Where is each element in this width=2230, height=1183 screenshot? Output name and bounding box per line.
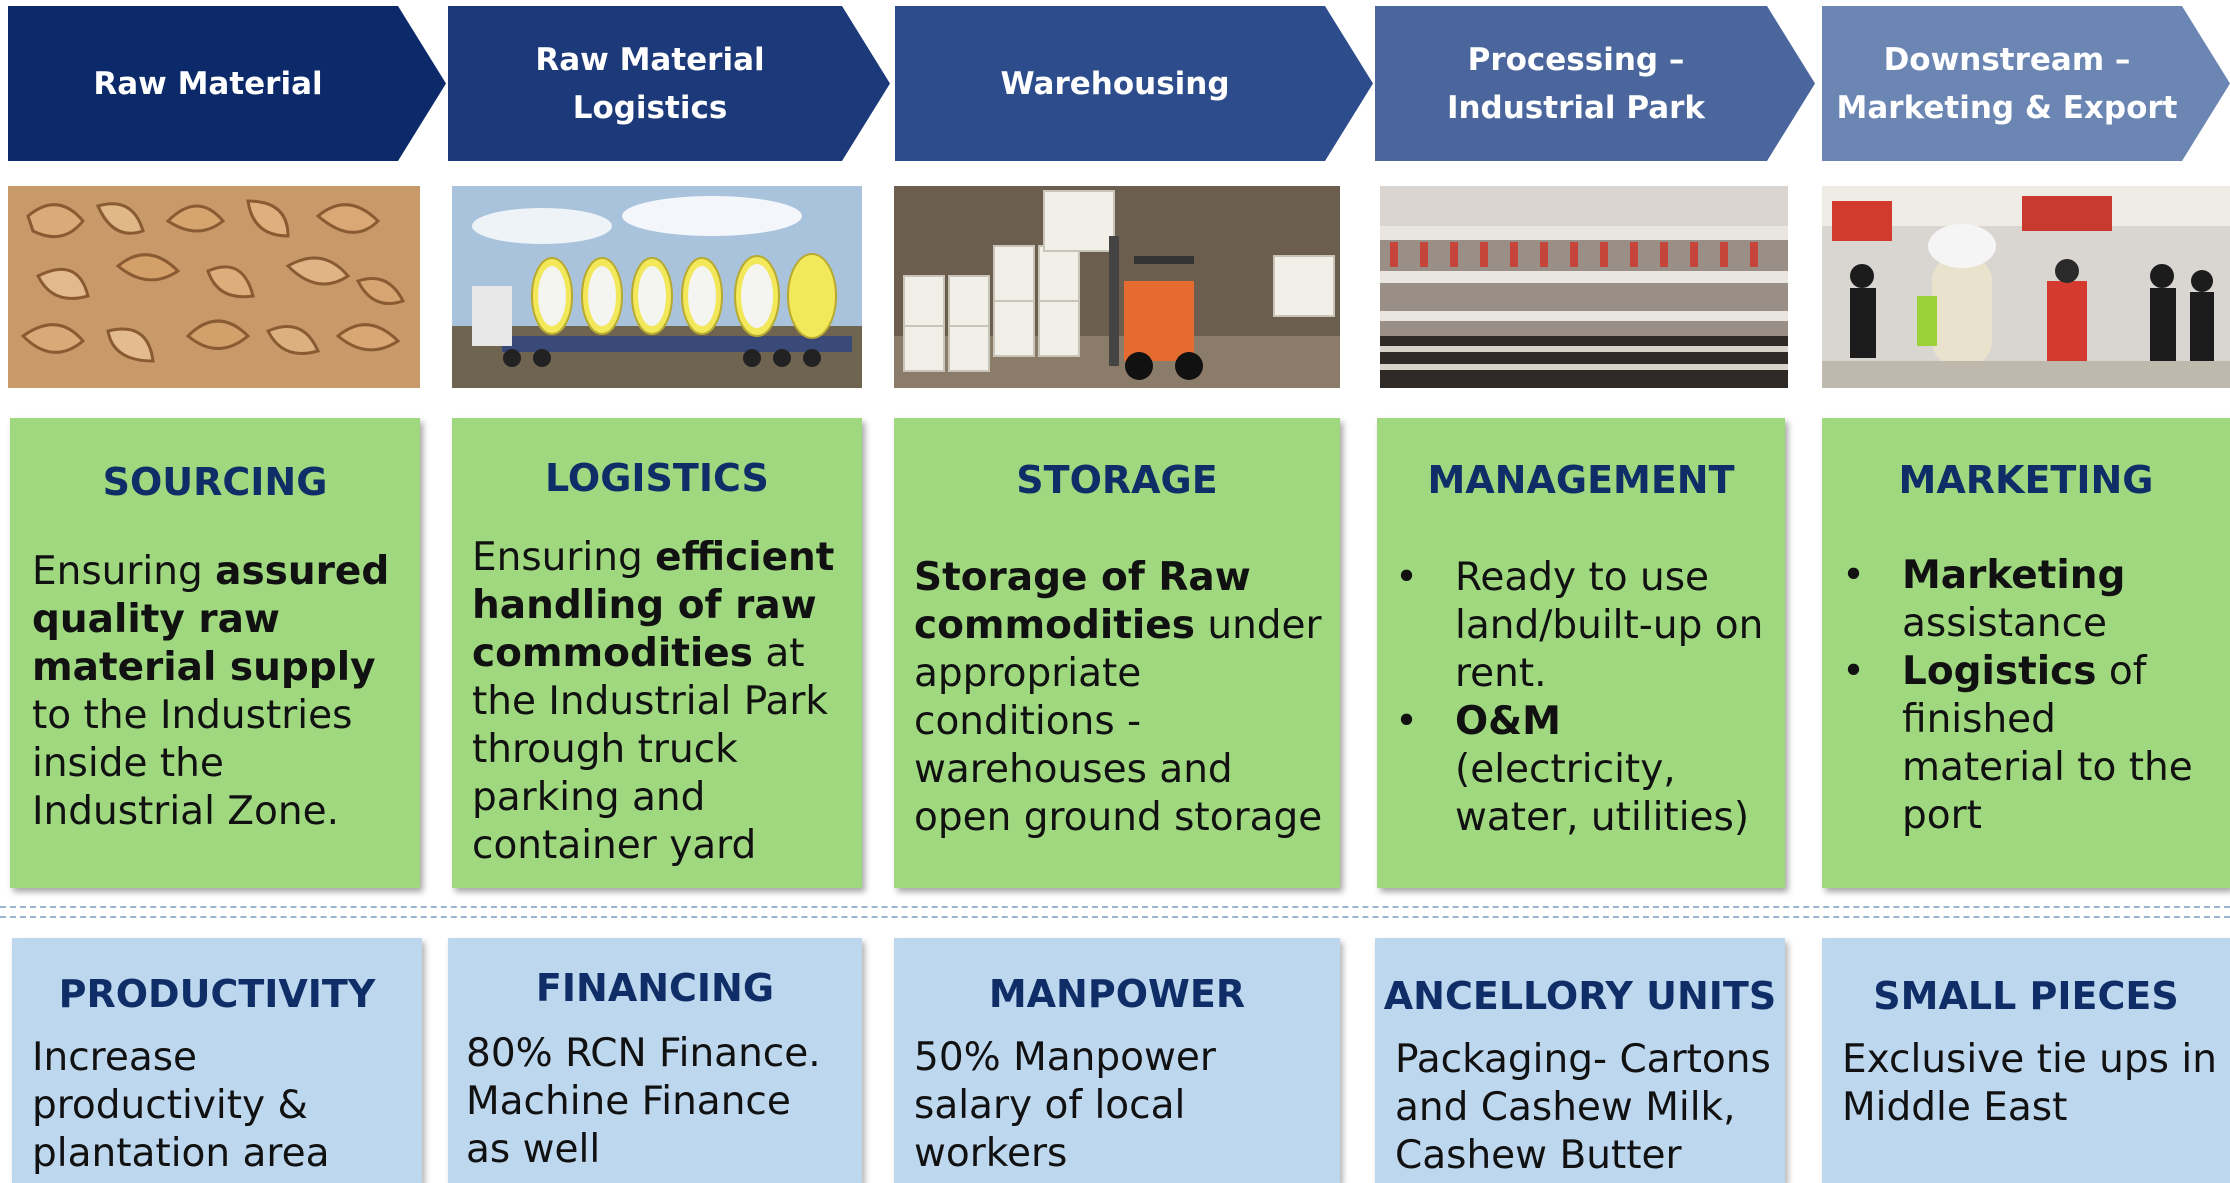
chevron-warehousing: Warehousing (895, 6, 1373, 161)
emphasis-text: O&M (1455, 699, 1561, 744)
box-title: LOGISTICS (545, 456, 769, 500)
body-text: of finished material to the port (1902, 649, 2193, 838)
box-body: 80% RCN Finance. Machine Finance as well (466, 1031, 821, 1172)
emphasis-text: efficient handling of raw commodities (472, 535, 835, 676)
body-text: Ready to use land/built-up on rent. (1455, 555, 1764, 696)
box-title: MARKETING (1898, 458, 2154, 502)
body-text: Ensuring (472, 535, 656, 580)
bullet-list: Ready to use land/built-up on rent.O&M (… (1395, 554, 1775, 842)
body-text: at the Industrial Park through truck par… (472, 631, 828, 868)
body-text: under appropriate conditions - warehouse… (914, 603, 1323, 840)
chevron-label: Processing – Industrial Park (1446, 41, 1706, 126)
box-body: Packaging- Cartons and Cashew Milk, Cash… (1395, 1037, 1771, 1178)
box-body: Exclusive tie ups in Middle East (1842, 1037, 2217, 1130)
box-body: Storage of Raw commodities under appropr… (914, 554, 1334, 842)
body-text: Ensuring (32, 549, 216, 594)
box-body: Ensuring efficient handling of raw commo… (472, 534, 852, 870)
blue-box-productivity: PRODUCTIVITY Increase productivity & pla… (12, 938, 422, 1183)
chevron-raw-material-logistics: Raw Material Logistics (448, 6, 890, 161)
photo-forklift-warehouse (894, 186, 1340, 388)
dashed-divider (0, 906, 2230, 918)
box-title: ANCELLORY UNITS (1383, 974, 1777, 1018)
photo-cashew-nuts (8, 186, 420, 388)
body-text: assistance (1902, 601, 2108, 646)
box-title: MANAGEMENT (1427, 458, 1735, 502)
box-body: Marketing assistanceLogistics of finishe… (1842, 552, 2222, 840)
blue-box-small-pieces: SMALL PIECES Exclusive tie ups in Middle… (1822, 938, 2230, 1183)
bullet-item: Ready to use land/built-up on rent. (1395, 554, 1775, 698)
box-body: Ensuring assured quality raw material su… (32, 548, 412, 836)
box-title: PRODUCTIVITY (58, 972, 376, 1016)
chevron-label: Downstream – Marketing & Export (1836, 41, 2178, 126)
bullet-item: O&M (electricity, water, utilities) (1395, 698, 1775, 842)
bullet-list: Marketing assistanceLogistics of finishe… (1842, 552, 2222, 840)
box-body: Ready to use land/built-up on rent.O&M (… (1395, 554, 1775, 842)
chevron-raw-material: Raw Material (8, 6, 446, 161)
box-title: STORAGE (1016, 458, 1218, 502)
blue-box-ancellory-units: ANCELLORY UNITS Packaging- Cartons and C… (1375, 938, 1785, 1183)
photo-spinning-mill (1380, 186, 1788, 388)
green-box-storage: STORAGE Storage of Raw commodities under… (894, 418, 1340, 888)
chevron-label: Raw Material (93, 65, 323, 102)
emphasis-text: Storage of Raw commodities (914, 555, 1251, 648)
blue-box-manpower: MANPOWER 50% Manpower salary of local wo… (894, 938, 1340, 1183)
box-title: SOURCING (102, 460, 328, 504)
blue-box-financing: FINANCING 80% RCN Finance. Machine Finan… (448, 938, 862, 1183)
box-title: SMALL PIECES (1873, 974, 2179, 1018)
green-box-logistics: LOGISTICS Ensuring efficient handling of… (452, 418, 862, 888)
chevron-label: Warehousing (1000, 65, 1230, 102)
body-text: (electricity, water, utilities) (1455, 747, 1750, 840)
box-body: Increase productivity & plantation area (32, 1035, 330, 1176)
emphasis-text: assured quality raw material supply (32, 549, 390, 690)
chevron-label: Raw Material Logistics (535, 41, 765, 126)
green-box-sourcing: SOURCING Ensuring assured quality raw ma… (10, 418, 420, 888)
green-box-management: MANAGEMENT Ready to use land/built-up on… (1377, 418, 1785, 888)
emphasis-text: Marketing (1902, 553, 2126, 598)
box-title: FINANCING (535, 966, 775, 1010)
chevron-downstream-marketing-export: Downstream – Marketing & Export (1822, 6, 2230, 161)
body-text: to the Industries inside the Industrial … (32, 693, 353, 834)
box-title: MANPOWER (988, 972, 1246, 1016)
green-box-marketing: MARKETING Marketing assistanceLogistics … (1822, 418, 2230, 888)
emphasis-text: Logistics (1902, 649, 2097, 694)
bullet-item: Marketing assistance (1842, 552, 2222, 648)
bullet-item: Logistics of finished material to the po… (1842, 648, 2222, 840)
box-body: 50% Manpower salary of local workers (914, 1035, 1216, 1176)
photo-truck-cotton-bales (452, 186, 862, 388)
chevron-processing-industrial-park: Processing – Industrial Park (1375, 6, 1815, 161)
photo-trade-fair (1822, 186, 2230, 388)
